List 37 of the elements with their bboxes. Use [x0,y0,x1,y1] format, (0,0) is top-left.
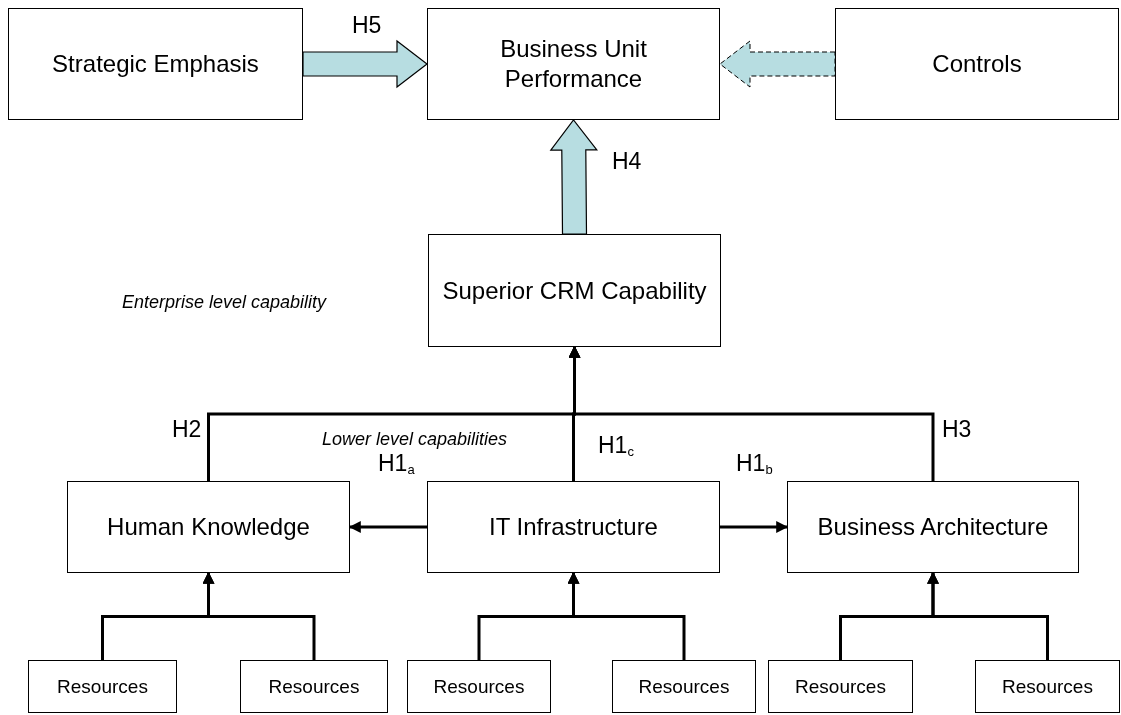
process-box [427,481,720,573]
level-note: Lower level capabilities [322,430,508,448]
box-label: Resources [268,674,360,699]
box-label: Resources [57,674,148,699]
arrow [720,521,789,533]
process-box [787,481,1079,573]
box-label: Business Architecture [817,512,1049,542]
process-box [8,8,303,120]
process-box [28,660,177,713]
process-box [407,660,551,713]
process-box [768,660,913,713]
box-label: Controls [932,49,1022,79]
box-label: Strategic Emphasis [52,49,259,79]
block-arrow [719,40,836,88]
process-box [67,481,350,573]
process-box [428,234,721,347]
block-arrow [549,119,599,235]
process-box [612,660,756,713]
process-box [427,8,720,120]
box-label: Resources [795,674,886,699]
box-label: Resources [638,674,730,699]
process-box [240,660,388,713]
edge-label: H1$_{b}$ [736,452,773,475]
box-label: IT Infrastructure [489,512,658,542]
edge-label: H1$_{c}$ [598,434,634,457]
arrow [927,571,1049,660]
process-box [975,660,1120,713]
box-label: Business Unit Performance [499,34,648,94]
edge-label: H1$_{a}$ [378,452,415,475]
level-note: Enterprise level capability [122,293,327,311]
box-label: Human Knowledge [107,512,310,542]
process-box [835,8,1119,120]
block-arrow [302,39,428,89]
box-label: Resources [433,674,525,699]
box-label: Resources [1002,674,1093,699]
arrow [348,521,427,533]
box-label: Superior CRM Capability [442,275,707,306]
